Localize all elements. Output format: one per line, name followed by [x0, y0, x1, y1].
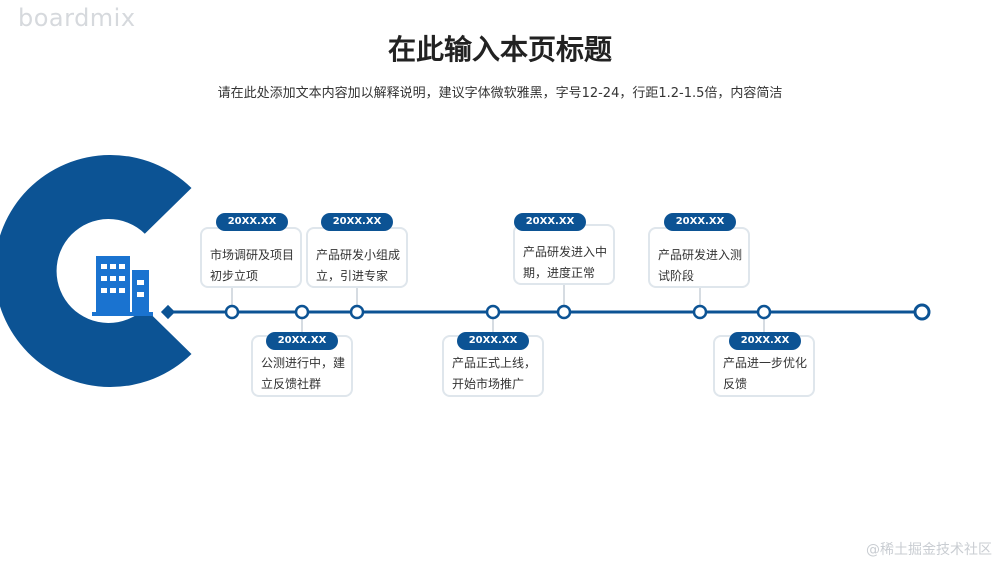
- timeline-start-diamond: [160, 304, 176, 320]
- page-title: 在此输入本页标题: [387, 33, 612, 66]
- c-ring: [0, 155, 192, 387]
- milestone-date-badge: 20XX.XX: [729, 332, 801, 350]
- building-icon: [92, 256, 153, 316]
- milestone-text: 产品正式上线，开始市场推广: [452, 356, 537, 391]
- milestone-text: 产品研发小组成立，引进专家: [316, 248, 401, 283]
- milestone-date-badge: 20XX.XX: [266, 332, 338, 350]
- milestone-card-5: 产品研发进入中期，进度正常: [513, 224, 615, 285]
- timeline-node-7: [756, 304, 772, 320]
- milestone-date-badge: 20XX.XX: [514, 213, 586, 231]
- brand-logo: boardmix: [18, 4, 136, 32]
- milestone-date-badge: 20XX.XX: [664, 213, 736, 231]
- timeline-node-1: [224, 304, 240, 320]
- timeline-node-6: [692, 304, 708, 320]
- timeline-node-4: [485, 304, 501, 320]
- milestone-text: 产品研发进入中期，进度正常: [523, 245, 608, 280]
- timeline-node-3: [349, 304, 365, 320]
- milestone-text: 产品研发进入测试阶段: [658, 248, 743, 283]
- watermark: @稀土掘金技术社区: [866, 542, 992, 558]
- milestone-card-3: 产品研发小组成立，引进专家: [306, 227, 408, 288]
- milestone-card-1: 市场调研及项目初步立项: [200, 227, 302, 288]
- milestone-text: 产品进一步优化反馈: [723, 356, 808, 391]
- milestone-date-badge: 20XX.XX: [216, 213, 288, 231]
- timeline-node-5: [556, 304, 572, 320]
- page-subtitle: 请在此处添加文本内容加以解释说明，建议字体微软雅黑，字号12-24，行距1.2-…: [217, 86, 783, 101]
- milestone-card-6: 产品研发进入测试阶段: [648, 227, 750, 288]
- milestone-date-badge: 20XX.XX: [321, 213, 393, 231]
- timeline-node-2: [294, 304, 310, 320]
- milestone-text: 市场调研及项目初步立项: [210, 248, 295, 283]
- timeline-end-node: [913, 303, 931, 321]
- milestone-text: 公测进行中，建立反馈社群: [261, 356, 346, 391]
- milestone-date-badge: 20XX.XX: [457, 332, 529, 350]
